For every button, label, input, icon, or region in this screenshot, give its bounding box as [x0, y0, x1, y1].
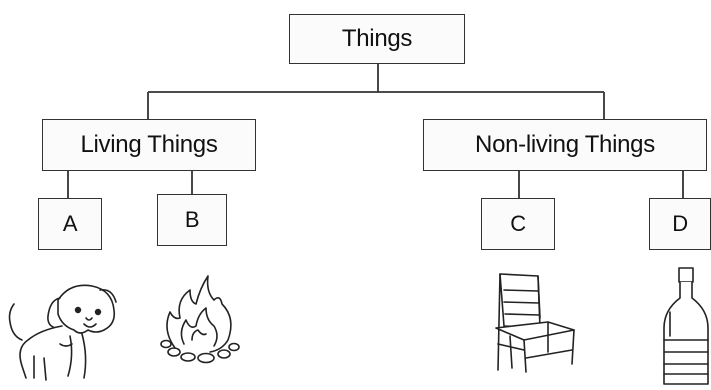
- living-things-label: Living Things: [80, 131, 218, 158]
- non-living-things-label: Non-living Things: [475, 131, 655, 158]
- chair-icon: [495, 273, 575, 373]
- bottle-icon: [663, 267, 709, 385]
- living-things-node: Living Things: [42, 119, 256, 171]
- root-node: Things: [289, 14, 465, 64]
- node-a-label: A: [62, 211, 78, 236]
- node-a: A: [38, 198, 102, 250]
- node-c: C: [481, 198, 555, 250]
- node-b: B: [157, 194, 227, 246]
- fire-icon: [160, 275, 240, 364]
- root-label: Things: [341, 25, 413, 52]
- dog-icon: [8, 284, 117, 381]
- node-d: D: [649, 198, 711, 250]
- non-living-things-node: Non-living Things: [423, 119, 707, 171]
- node-b-label: B: [184, 207, 200, 232]
- node-c-label: C: [510, 211, 526, 236]
- node-d-label: D: [672, 211, 688, 236]
